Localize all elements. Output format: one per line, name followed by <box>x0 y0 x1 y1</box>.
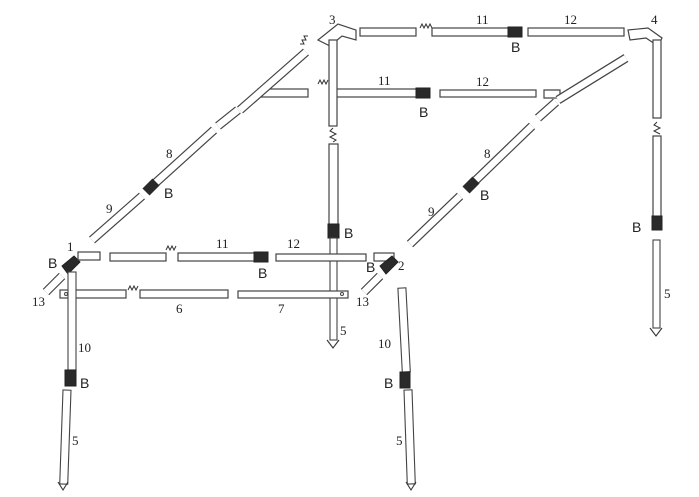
bracket-b-corner-1: B <box>48 255 57 271</box>
label-10-right: 10 <box>378 336 391 351</box>
label-5-left: 5 <box>72 433 79 448</box>
label-13-right: 13 <box>356 294 369 309</box>
tube-12-mid <box>439 89 537 98</box>
bracket-b-right-diag: B <box>480 187 489 203</box>
label-5-mid: 5 <box>396 433 403 448</box>
front-lower-rail <box>59 284 349 299</box>
tube-12-front <box>275 253 367 262</box>
joint-b-mid-top <box>415 87 431 99</box>
joint-b-center <box>327 223 340 239</box>
tube-11-back <box>431 27 511 37</box>
left-leg-lower <box>59 389 72 485</box>
tube-front-lower-short <box>59 289 127 299</box>
bracket-b-center: B <box>344 225 353 241</box>
center-leg <box>329 237 338 341</box>
right-leg-lower <box>403 389 416 485</box>
joint-b-left-leg <box>64 369 77 387</box>
spring-mid-top <box>317 78 329 86</box>
tube-back-left-short <box>359 27 417 37</box>
spring-back-top <box>419 22 433 30</box>
spring-center <box>328 127 338 143</box>
tube-6 <box>139 289 229 299</box>
label-7: 7 <box>278 301 285 316</box>
label-12-mid: 12 <box>476 74 489 89</box>
right-leg-upper <box>397 287 411 373</box>
tube-11-mid <box>329 88 421 98</box>
tube-front-left-short <box>109 252 167 262</box>
corner-1-joint <box>61 255 81 275</box>
center-leg-arrow <box>326 339 340 349</box>
spring-front-top <box>165 244 177 252</box>
label-11-top: 11 <box>476 12 489 27</box>
joint-b-right-vertical <box>651 215 663 231</box>
label-8-left: 8 <box>166 146 173 161</box>
corner-1-stub <box>77 251 101 261</box>
right-lower-tube <box>652 135 662 219</box>
label-2: 2 <box>398 258 405 273</box>
front-top-rail <box>109 244 395 263</box>
spring-left-diag <box>300 35 308 45</box>
spring-right <box>652 121 662 135</box>
left-front-leg <box>42 251 101 492</box>
center-lower-tube <box>328 143 339 229</box>
bracket-b-mid-top: B <box>419 104 428 120</box>
bracket-b-corner-2: B <box>366 259 375 275</box>
joint-b-front-top <box>253 251 269 263</box>
tube-12-back <box>527 27 625 37</box>
label-9-right: 9 <box>428 204 435 219</box>
label-4: 4 <box>651 12 658 27</box>
label-11-mid: 11 <box>378 73 391 88</box>
right-roof-diagonal <box>406 54 629 248</box>
bracket-b-right-leg: B <box>384 375 393 391</box>
center-vertical-pole <box>326 39 340 349</box>
label-9-left: 9 <box>106 201 113 216</box>
spring-front-lower <box>127 284 139 292</box>
label-8-right: 8 <box>484 146 491 161</box>
back-top-rail <box>316 22 663 47</box>
bracket-b-right-vertical: B <box>632 219 641 235</box>
left-leg-upper <box>67 271 77 371</box>
right-back-leg <box>652 239 661 329</box>
label-10-left: 10 <box>78 340 91 355</box>
joint-b-back-top <box>507 26 523 38</box>
label-12-front: 12 <box>287 236 300 251</box>
left-roof-diagonal <box>89 35 309 244</box>
label-6: 6 <box>176 301 183 316</box>
joint-b-right-leg <box>399 371 411 389</box>
label-3: 3 <box>329 12 336 27</box>
left-leg-arrow <box>57 481 69 492</box>
label-11-front: 11 <box>216 236 229 251</box>
bracket-b-front-top: B <box>258 265 267 281</box>
bracket-b-back-top: B <box>511 39 520 55</box>
label-13-left: 13 <box>32 294 45 309</box>
corner-2-joint <box>379 255 399 275</box>
mid-top-rail <box>257 78 561 99</box>
corner-2-stub <box>373 252 395 262</box>
bracket-b-left-diag: B <box>164 185 173 201</box>
label-5-center: 5 <box>340 323 347 338</box>
center-upper-tube <box>328 39 338 127</box>
joint-b-left-diag <box>142 178 160 196</box>
right-back-vertical <box>649 39 663 337</box>
tube-7 <box>237 290 349 299</box>
right-front-leg <box>360 255 417 492</box>
label-1-left: 1 <box>67 239 74 254</box>
bracket-b-left-leg: B <box>80 375 89 391</box>
right-upper-tube <box>652 39 662 119</box>
tube-11-front <box>177 252 257 262</box>
label-12-top: 12 <box>564 12 577 27</box>
joint-b-right-diag <box>462 176 480 194</box>
label-5-right: 5 <box>664 286 671 301</box>
right-leg-arrow <box>405 481 417 492</box>
right-back-leg-arrow <box>649 327 663 337</box>
